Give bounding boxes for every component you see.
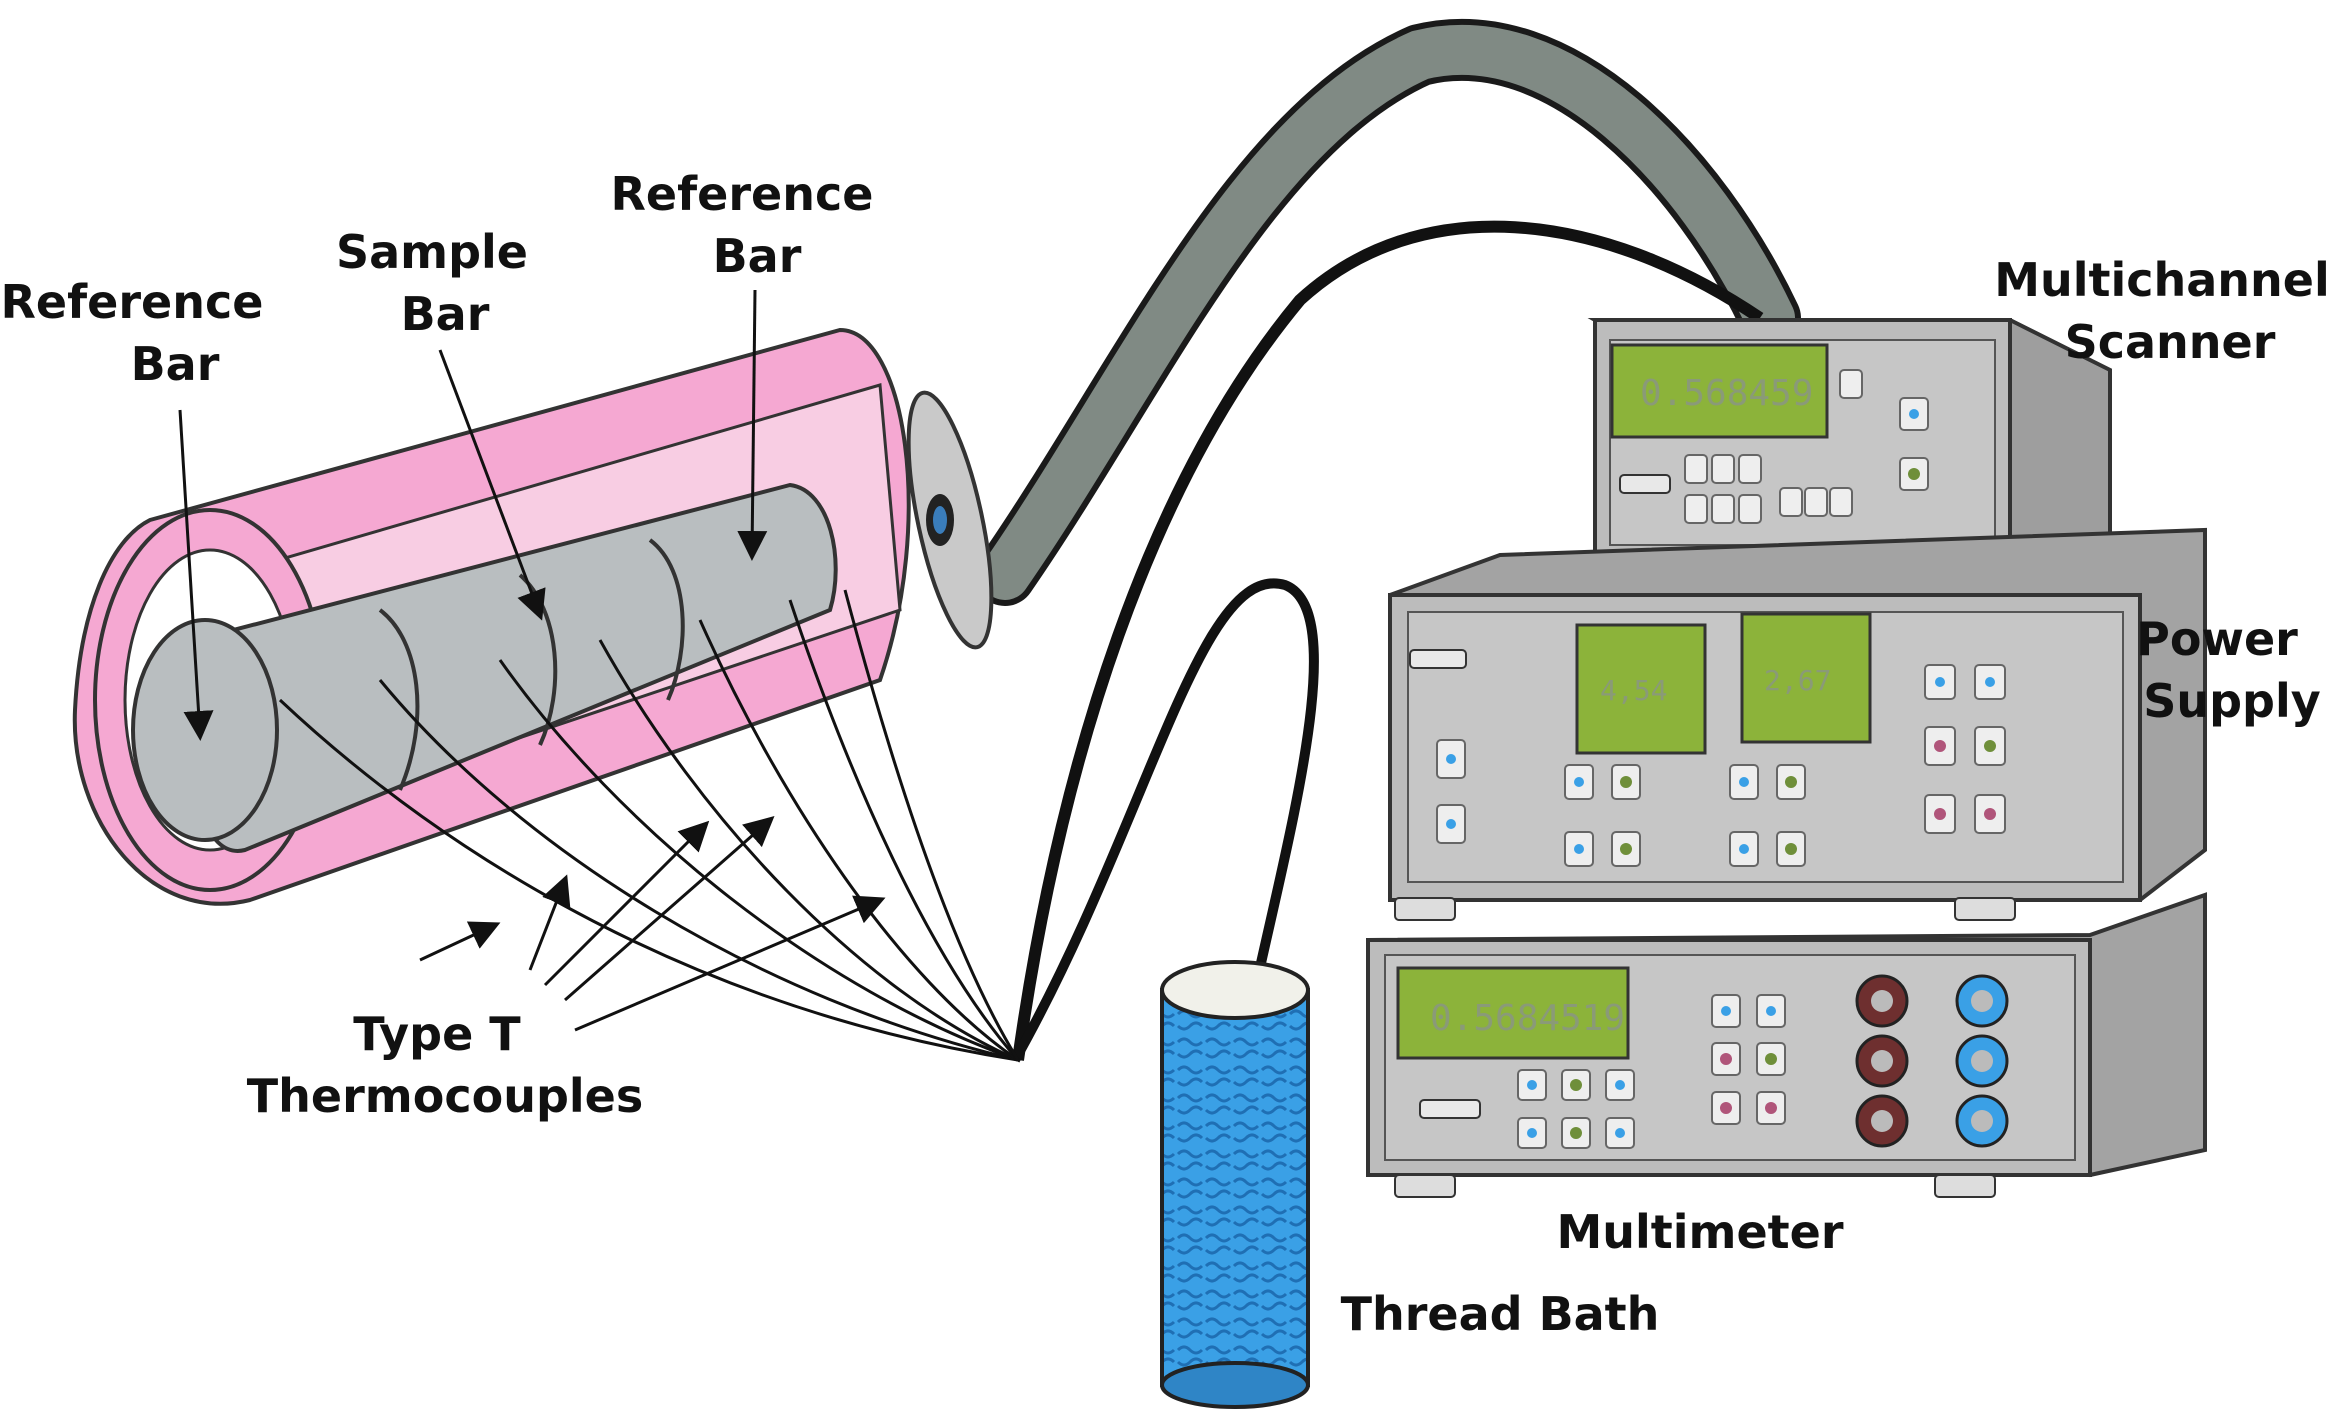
multimeter-buttons[interactable]: [1517, 994, 1786, 1149]
power-supply: 4,54 2,67: [1388, 527, 2207, 921]
bath-opening: [1160, 960, 1310, 1020]
cables: [974, 18, 1801, 1063]
scanner-buttons[interactable]: [1619, 369, 1929, 524]
power-reading-left: 4,54: [1600, 674, 1667, 707]
reference-bar-left-face: [131, 618, 279, 842]
scanner-display: [1610, 343, 1829, 439]
power-reading-right: 2,67: [1764, 664, 1831, 697]
labels: Reference Bar Sample Bar Reference Bar T…: [1, 167, 2332, 1341]
cylinder-assembly: [72, 327, 994, 906]
label-reference-bar-right: Reference Bar: [611, 167, 890, 283]
power-buttons[interactable]: [1436, 664, 2006, 867]
thermocouple-arrows: [419, 816, 886, 1032]
multichannel-scanner: 0.568459: [1587, 318, 2112, 572]
end-connector: [906, 390, 994, 650]
label-reference-bar-left: Reference Bar: [1, 275, 280, 391]
power-display-left: [1575, 623, 1707, 755]
label-sample-bar: Sample Bar: [336, 225, 544, 341]
multimeter-display: [1396, 966, 1630, 1060]
label-thread-bath: Thread Bath: [1341, 1287, 1660, 1341]
label-multimeter: Multimeter: [1556, 1205, 1843, 1259]
bath-wire: [1010, 578, 1319, 1063]
thermocouple-cable: [1012, 220, 1764, 1061]
multimeter-jacks[interactable]: [1855, 974, 2009, 1148]
label-thermocouples: Type T Thermocouples: [247, 1007, 643, 1123]
thread-bath: [1160, 960, 1310, 1409]
label-arrows: [178, 289, 768, 741]
multimeter-reading: 0.5684519: [1430, 998, 1625, 1039]
multimeter: 0.5684519: [1366, 892, 2207, 1198]
scanner-reading: 0.568459: [1640, 373, 1813, 414]
power-display-right: [1740, 612, 1872, 744]
label-power-supply: Power Supply: [2136, 612, 2321, 728]
thermocouple-wires: [278, 589, 1020, 1062]
label-scanner: Multichannel Scanner: [1994, 253, 2332, 369]
